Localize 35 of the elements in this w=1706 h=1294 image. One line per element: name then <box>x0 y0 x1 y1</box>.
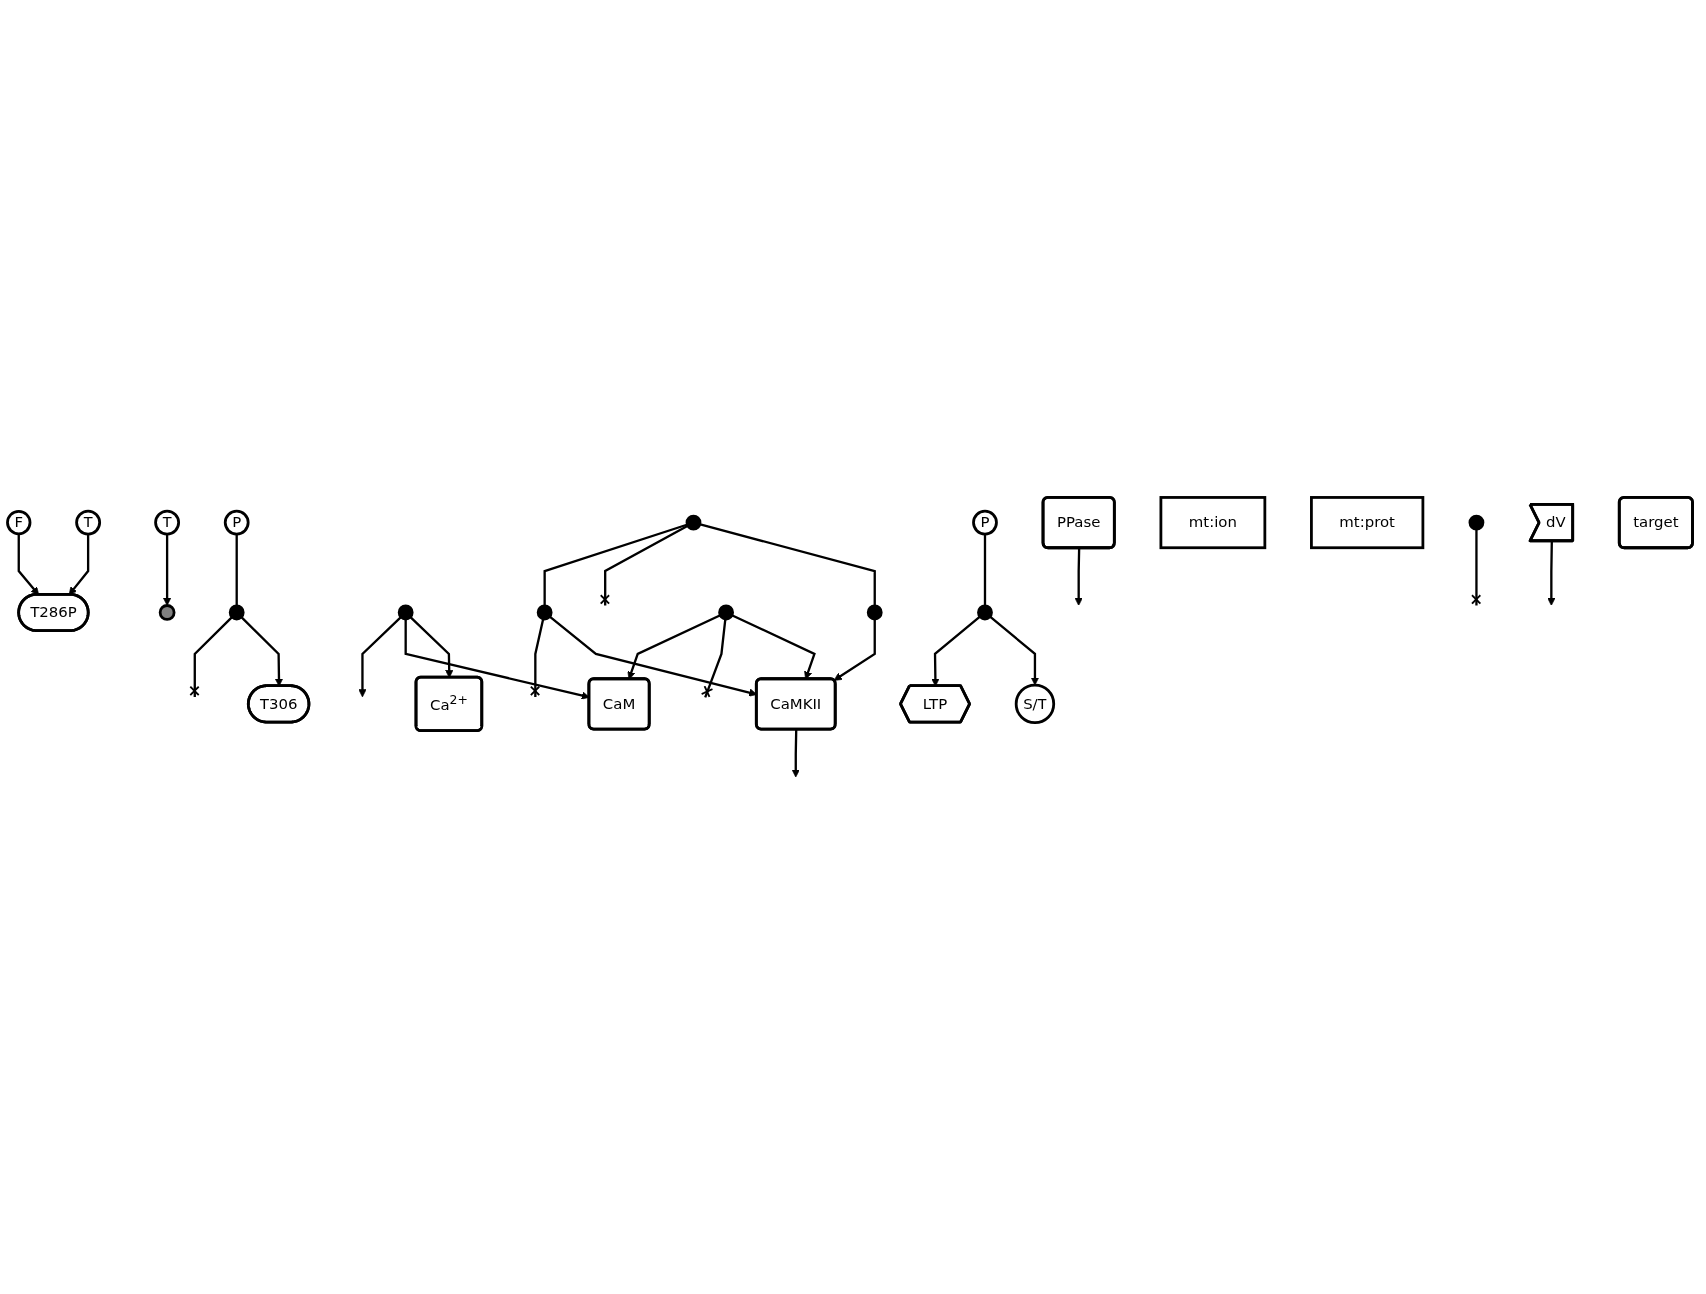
node-circle: F <box>6 509 32 535</box>
connector <box>700 619 727 698</box>
node-circle <box>397 604 414 621</box>
arrow <box>17 533 40 595</box>
node-circle: T <box>75 509 102 536</box>
node-circle <box>685 514 702 531</box>
node-circle <box>1468 514 1485 531</box>
node-circle: P <box>223 509 250 536</box>
node-box: mt:prot <box>1310 495 1425 549</box>
node-circle: S/T <box>1014 683 1056 724</box>
node-circle <box>718 604 734 621</box>
node-circle <box>977 604 993 621</box>
arrow <box>163 533 172 606</box>
arrow <box>68 533 90 595</box>
node-circle <box>158 603 176 621</box>
arrow <box>1074 547 1083 606</box>
arrow <box>791 729 800 778</box>
node-box: mt:ion <box>1159 495 1267 549</box>
node-circle <box>228 604 245 621</box>
connector <box>189 616 233 697</box>
connector <box>529 618 545 697</box>
connector <box>543 523 688 606</box>
node-circle <box>866 604 883 621</box>
arrow <box>833 619 876 681</box>
node-circle <box>536 604 553 621</box>
connector <box>599 524 688 606</box>
connector <box>235 533 238 606</box>
arrow <box>358 616 402 697</box>
arrow <box>989 615 1040 686</box>
node-circle: P <box>972 509 998 536</box>
connector <box>1471 529 1482 606</box>
arrow <box>1547 540 1556 606</box>
connector <box>699 523 876 606</box>
node-circle: T <box>154 509 181 536</box>
connector <box>983 533 987 606</box>
